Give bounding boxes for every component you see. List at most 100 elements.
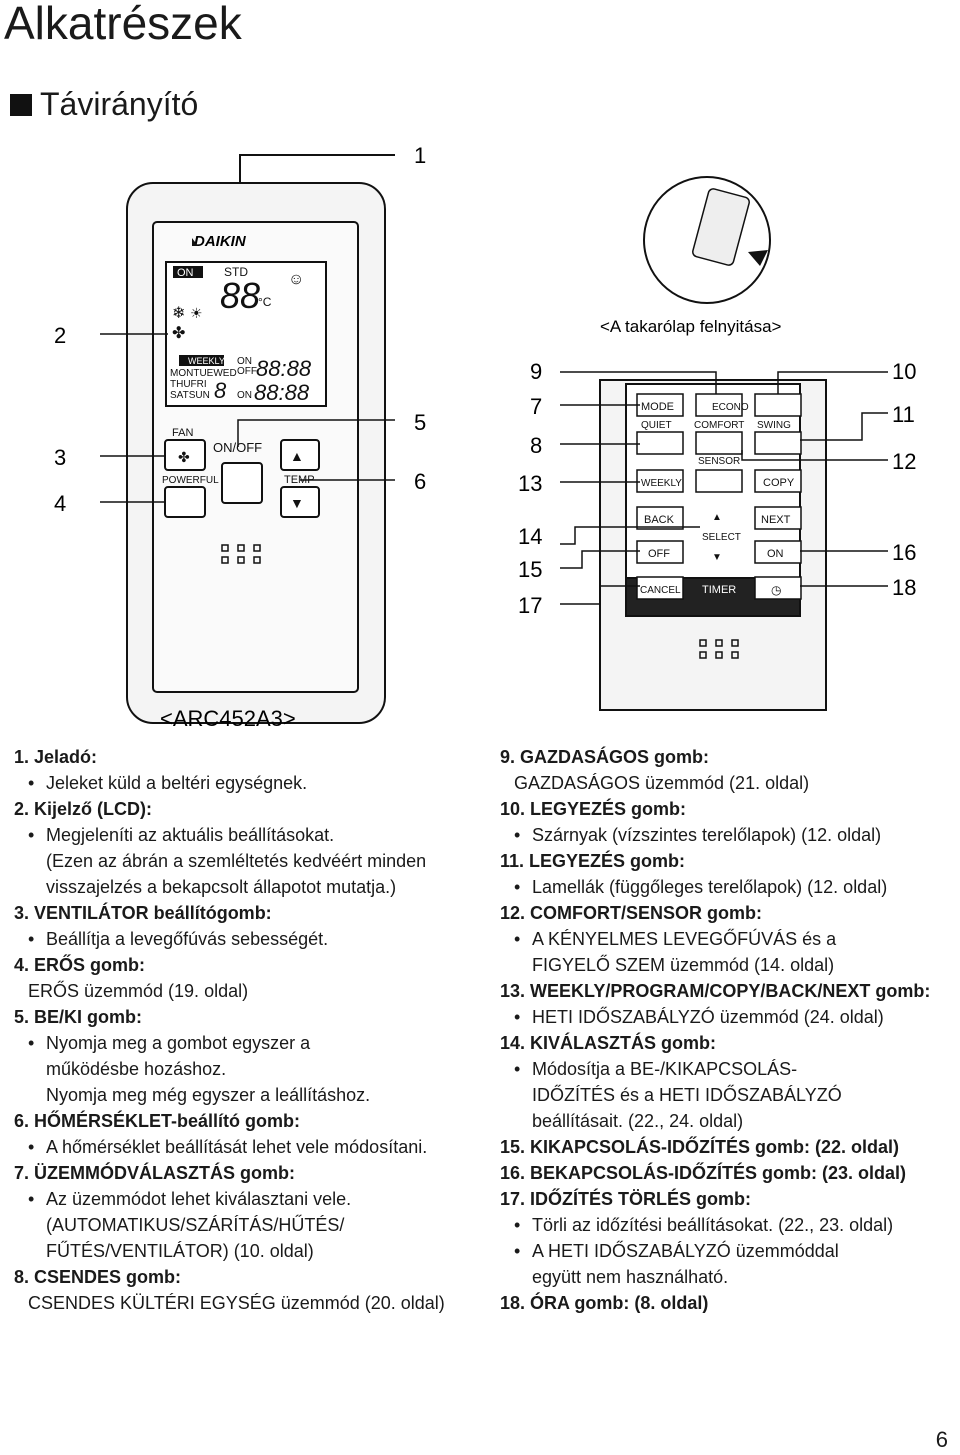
temp-down-button[interactable] (280, 486, 320, 518)
callout-14: 14 (518, 524, 542, 549)
swing-vertical-button[interactable] (754, 393, 802, 417)
lcd-fan-icon: ✤ (172, 325, 185, 342)
item-line: IDŐZÍTÉS és a HETI IDŐSZABÁLYZÓ (532, 1085, 842, 1105)
bullet-line: A KÉNYELMES LEVEGŐFÚVÁS és a (500, 926, 955, 952)
item-heading: 12. COMFORT/SENSOR gomb: (500, 903, 763, 923)
temp-up-button[interactable] (280, 439, 320, 471)
lcd-day-digit: 8 (214, 378, 227, 403)
item-heading: 3. VENTILÁTOR beállítógomb: (14, 903, 272, 923)
off-button[interactable] (636, 540, 684, 564)
callout-8: 8 (530, 433, 542, 458)
back-button[interactable] (636, 506, 684, 530)
off-label: OFF (648, 548, 670, 560)
down-arrow-icon: ▼ (290, 495, 304, 511)
item-heading: 7. ÜZEMMÓDVÁLASZTÁS gomb: (14, 1163, 295, 1183)
callout-12: 12 (892, 449, 916, 474)
clock-button[interactable] (754, 576, 802, 600)
lcd-days2: THUFRI (170, 379, 207, 390)
cover-remote-icon (692, 188, 750, 266)
item-heading: 15. KIKAPCSOLÁS-IDŐZÍTÉS gomb: (22. olda… (500, 1137, 900, 1157)
list-item: 16. BEKAPCSOLÁS-IDŐZÍTÉS gomb: (23. olda… (500, 1160, 955, 1186)
item-line: Nyomja meg még egyszer a leállításhoz. (46, 1085, 371, 1105)
item-heading: 17. IDŐZÍTÉS TÖRLÉS gomb: (500, 1189, 752, 1209)
list-item: 3. VENTILÁTOR beállítógomb:Beállítja a l… (14, 900, 484, 952)
on-button[interactable] (754, 540, 802, 564)
lcd-sun-icon: ☀ (190, 305, 203, 321)
econo-button[interactable] (695, 393, 743, 417)
next-button[interactable] (754, 506, 802, 530)
item-line: ERŐS üzemmód (19. oldal) (28, 981, 249, 1001)
clock-icon: ◷ (771, 583, 781, 597)
callout-5: 5 (414, 410, 426, 435)
comfort-sensor-button[interactable] (695, 431, 743, 455)
dot-grid-right (699, 639, 739, 659)
item-line: CSENDES KÜLTÉRI EGYSÉG üzemmód (20. olda… (28, 1293, 445, 1313)
quiet-label: QUIET (641, 420, 672, 431)
list-item: 4. ERŐS gomb:ERŐS üzemmód (19. oldal) (14, 952, 484, 1004)
bullet-line: A HETI IDŐSZABÁLYZÓ üzemmóddal (500, 1238, 955, 1264)
sensor-label: SENSOR (698, 456, 740, 467)
item-line: (AUTOMATIKUS/SZÁRÍTÁS/HŰTÉS/ (46, 1215, 345, 1235)
onoff-button[interactable] (221, 462, 263, 504)
item-heading: 11. LEGYEZÉS gomb: (500, 851, 686, 871)
swing-label: SWING (757, 420, 791, 431)
select-down-icon: ▼ (712, 552, 722, 563)
weekly-button[interactable] (636, 469, 684, 493)
item-heading: 14. KIVÁLASZTÁS gomb: (500, 1033, 717, 1053)
item-line: visszajelzés a bekapcsolt állapotot muta… (46, 877, 397, 897)
quiet-button[interactable] (636, 431, 684, 455)
item-line: együtt nem használható. (532, 1267, 729, 1287)
cancel-button[interactable] (636, 576, 684, 600)
callout-4: 4 (54, 491, 66, 516)
page-number: 6 (935, 1427, 948, 1452)
daikin-logo-icon (192, 238, 198, 246)
item-heading: 1. Jeladó: (14, 747, 98, 767)
item-line: működésbe hozáshoz. (46, 1059, 227, 1079)
list-item: 13. WEEKLY/PROGRAM/COPY/BACK/NEXT gomb:H… (500, 978, 955, 1030)
list-item: 6. HŐMÉRSÉKLET-beállító gomb:A hőmérsékl… (14, 1108, 484, 1160)
model-label: <ARC452A3> (160, 706, 296, 731)
list-item: 15. KIKAPCSOLÁS-IDŐZÍTÉS gomb: (22. olda… (500, 1134, 955, 1160)
program-button[interactable] (695, 469, 743, 493)
item-line: GAZDASÁGOS üzemmód (21. oldal) (514, 773, 810, 793)
lcd-std: STD (224, 265, 248, 279)
lcd-person-icon: ☺ (288, 271, 304, 288)
fan-button[interactable] (164, 439, 206, 471)
list-item: 5. BE/KI gomb:Nyomja meg a gombot egysze… (14, 1004, 484, 1108)
lcd-on3: ON (237, 390, 252, 401)
lcd-days1: MONTUEWED (170, 368, 237, 379)
lcd-display: ON STD 88 °C WEEKLY MONTUEWED THUFRI SAT… (170, 265, 312, 405)
inner-buttons (636, 393, 802, 600)
brand-logo: DAIKIN (194, 233, 247, 250)
front-buttons (164, 439, 320, 518)
remote-diagram: DAIKIN ON STD 88 °C WEEKLY MONTUEWED THU… (54, 143, 916, 731)
next-label: NEXT (761, 514, 791, 526)
item-heading: 6. HŐMÉRSÉKLET-beállító gomb: (14, 1111, 301, 1131)
temp-label: TEMP (284, 474, 315, 486)
select-up-icon: ▲ (712, 512, 722, 523)
list-item: 2. Kijelző (LCD): Megjeleníti az aktuális… (14, 796, 484, 900)
callout-1: 1 (414, 143, 426, 168)
list-item: 17. IDŐZÍTÉS TÖRLÉS gomb:Törli az időzít… (500, 1186, 955, 1290)
item-heading: 8. CSENDES gomb: (14, 1267, 182, 1287)
item-heading: 16. BEKAPCSOLÁS-IDŐZÍTÉS gomb: (23. olda… (500, 1163, 907, 1183)
page-title: Alkatrészek (4, 0, 242, 49)
back-label: BACK (644, 514, 675, 526)
bullet-line: Megjeleníti az aktuális beállításokat. (14, 822, 484, 848)
lcd-time: 88:88 (256, 356, 312, 381)
fan-label: FAN (172, 427, 193, 439)
lcd-days3: SATSUN (170, 390, 210, 401)
lcd-on2: ON (237, 356, 252, 367)
callout-9: 9 (530, 359, 542, 384)
lcd-digits: 88 (220, 275, 260, 316)
lcd-off: OFF (237, 366, 257, 377)
lcd-time2: 88:88 (254, 380, 310, 405)
item-heading: 2. Kijelző (LCD): (14, 799, 152, 819)
item-line: (Ezen az ábrán a szemléltetés kedvéért m… (46, 851, 427, 871)
powerful-button[interactable] (164, 486, 206, 518)
section-title: Távirányító (10, 86, 198, 123)
list-item: 14. KIVÁLASZTÁS gomb:Módosítja a BE-/KIK… (500, 1030, 955, 1134)
copy-button[interactable] (754, 469, 802, 493)
item-heading: 18. ÓRA gomb: (8. oldal) (500, 1293, 709, 1313)
swing-button[interactable] (754, 431, 802, 455)
